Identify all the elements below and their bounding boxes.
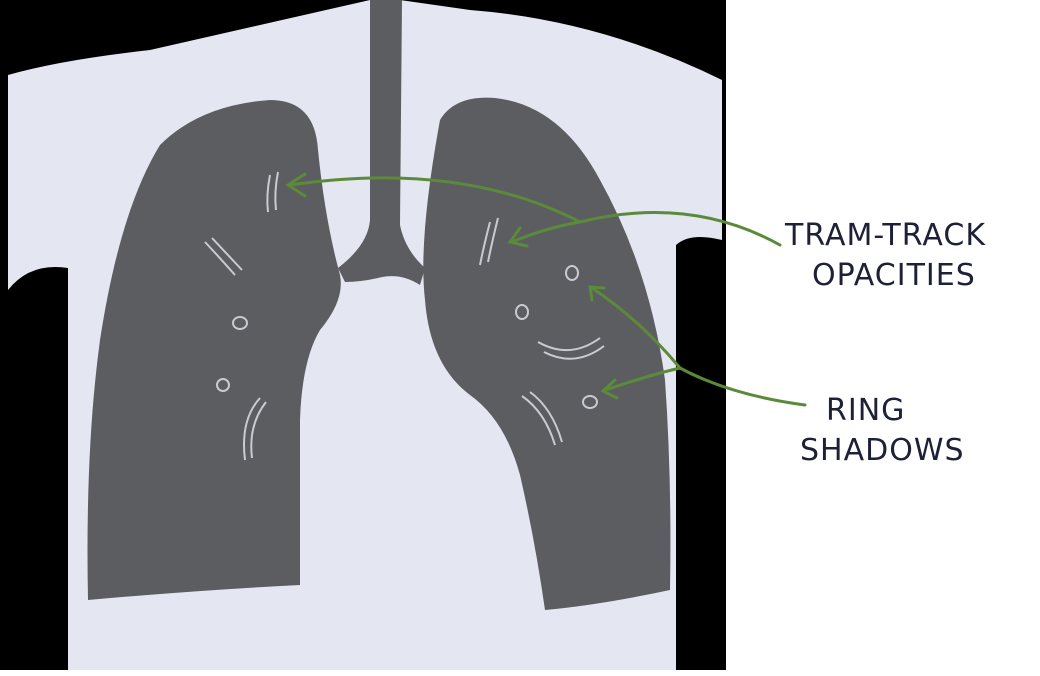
tram-track-markings	[204, 171, 605, 461]
ring-shadows-label-line1: RING	[826, 393, 905, 428]
arrowhead-4	[600, 378, 619, 400]
tram-track-3	[243, 397, 267, 461]
tram-track-2	[204, 237, 243, 276]
tram-track-5	[537, 337, 605, 360]
ring-shadows-label-line2: SHADOWS	[800, 433, 965, 468]
ring-arrow-main	[678, 366, 807, 407]
ring-shadow-2	[216, 378, 230, 392]
arrowhead-3	[588, 285, 606, 302]
ring-shadows	[216, 265, 598, 409]
annotation-arrows	[285, 172, 807, 407]
ring-shadow-5	[582, 395, 598, 409]
trachea	[338, 0, 425, 285]
tram-track-4	[479, 217, 499, 266]
arrowhead-2	[507, 226, 529, 248]
tram-track-label-line1: TRAM-TRACK	[784, 218, 986, 253]
tram-track-arrow-1	[288, 176, 782, 247]
ring-arrow-2	[603, 366, 682, 392]
ring-arrow-1	[590, 286, 682, 370]
right-lung	[87, 100, 341, 600]
ring-shadow-4	[515, 304, 529, 320]
tram-track-label-line2: OPACITIES	[812, 258, 976, 293]
tram-track-arrow-2	[510, 220, 582, 244]
ring-shadow-1	[232, 316, 248, 330]
arrowhead-1	[285, 172, 307, 198]
ring-shadow-3	[565, 265, 579, 281]
tram-track-1	[266, 171, 279, 213]
tram-track-6	[521, 391, 563, 446]
